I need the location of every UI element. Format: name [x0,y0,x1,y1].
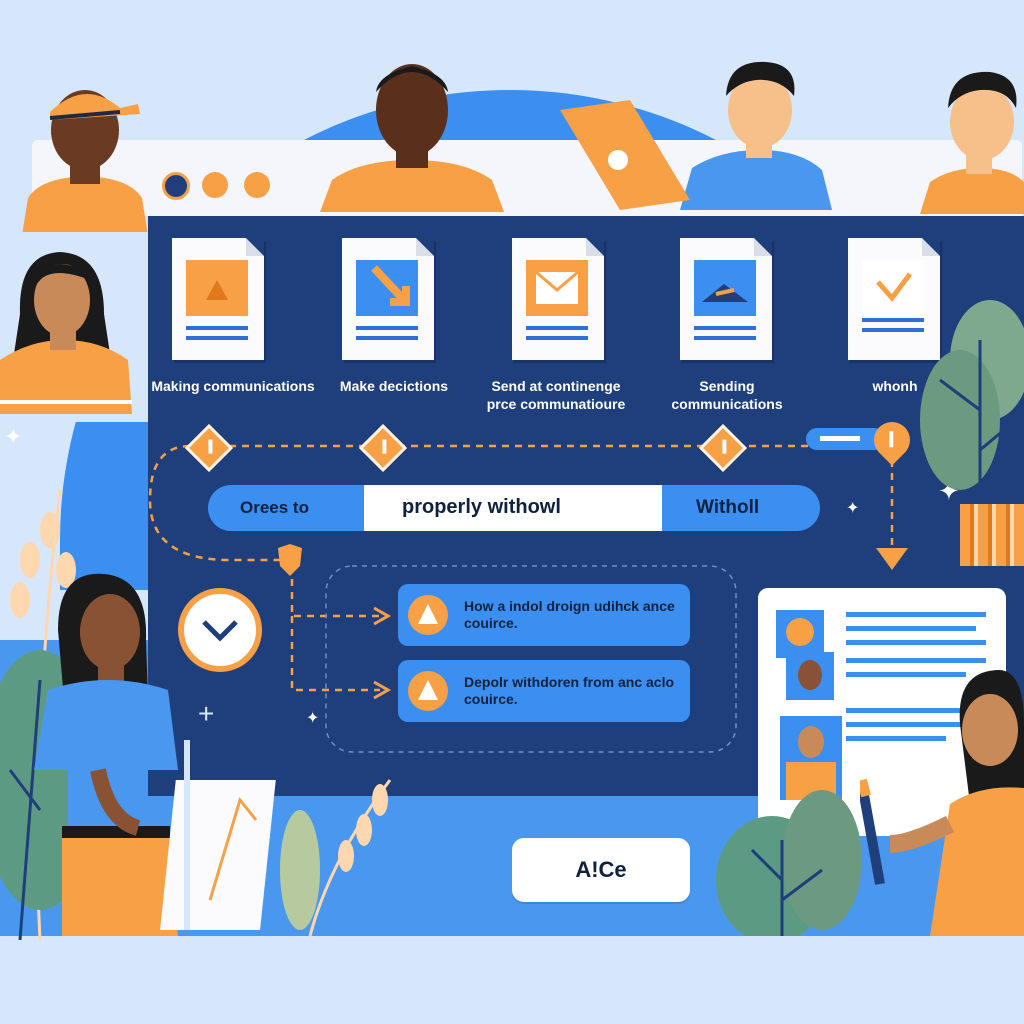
step-label-1: Making communications [151,378,315,394]
browser-titlebar [32,140,1022,216]
person-woman-standing [34,573,178,936]
person-center [320,64,504,212]
warning-icon [206,280,228,300]
window-dot-orange-2[interactable] [244,172,270,198]
option-card-1-text: How a indol droign udihck ance couirce. [464,598,675,631]
step-label-4: Sending communications [671,378,783,412]
step-doc-3[interactable] [512,238,604,360]
window-dot-navy[interactable] [162,172,190,200]
option-card-1[interactable]: How a indol droign udihck ance couirce. [398,584,690,646]
person-laptop [560,61,832,210]
step-doc-4[interactable] [680,238,772,360]
arrow-up-icon [408,671,448,711]
action-button[interactable]: A!Ce [512,838,690,902]
sparkle-icon: ✦ [4,424,23,449]
search-prefix[interactable]: Orees to [208,485,368,531]
avatar[interactable] [786,652,834,700]
sparkle-icon: ✦ [306,710,320,727]
bottom-strip [0,936,1024,1024]
search-input[interactable]: properly withowl [364,485,666,531]
envelope-icon [535,270,579,304]
chevron-down-button[interactable] [178,588,262,672]
avatar[interactable] [776,610,824,658]
pencil-icon [860,783,885,885]
option-card-2-text: Depolr withdoren from anc aclo couirce. [464,674,675,707]
plant-right [920,300,1024,510]
person-cap [20,90,150,248]
check-icon [876,272,912,302]
search-suffix-label: Witholl [696,497,760,518]
person-woman-writing [860,670,1024,936]
plus-icon: + [198,698,215,729]
drawing-board [160,740,276,930]
step-label-2: Make decictions [339,378,449,394]
arrow-up-icon [408,595,448,635]
flow-toggle[interactable] [806,428,886,450]
plant-sprout [280,779,392,936]
search-prefix-label: Orees to [240,498,309,517]
step-doc-1[interactable] [172,238,264,360]
book-stack [960,504,1024,566]
step-label-5: whonh [872,378,918,394]
sparkle-icon: ✦ [846,500,860,517]
step-doc-2[interactable] [342,238,434,360]
chevron-down-icon [202,620,238,642]
search-input-value: properly withowl [402,496,561,518]
option-card-2[interactable]: Depolr withdoren from anc aclo couirce. [398,660,690,722]
person-right [920,71,1024,214]
window-dot-orange[interactable] [202,172,228,198]
mountain-icon [702,284,748,302]
arrow-down-right-icon [371,265,410,306]
avatar[interactable] [780,716,842,800]
step-label-3: Send at continenge prce communatioure [486,378,626,412]
step-doc-5[interactable] [848,238,940,360]
search-suffix[interactable]: Witholl [662,485,820,531]
bush [716,790,862,936]
person-woman-left [0,252,132,414]
